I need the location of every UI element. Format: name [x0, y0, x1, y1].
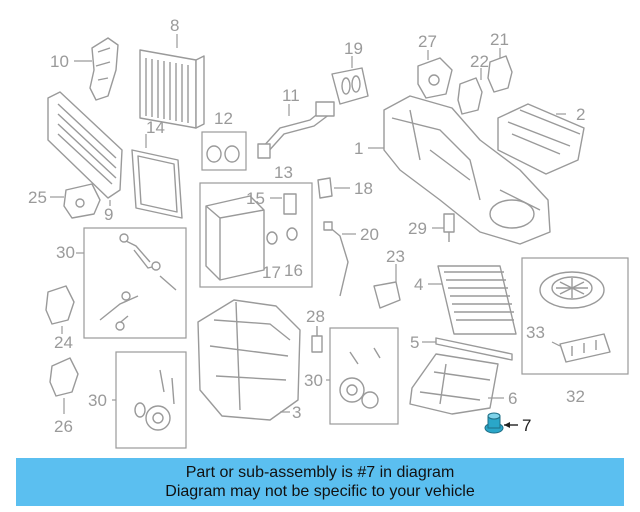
- part-25-actuator: [63, 183, 101, 219]
- callout-17: 17: [262, 263, 281, 282]
- part-26-actuator: [49, 357, 79, 397]
- part-21-actuator: [487, 55, 513, 93]
- callout-3: 3: [292, 403, 301, 422]
- part-14-filter: [131, 149, 183, 219]
- part-29-sensor: [443, 213, 455, 242]
- callout-19: 19: [344, 39, 363, 58]
- callout-18: 18: [354, 179, 373, 198]
- callout-9: 9: [104, 205, 113, 224]
- callout-13: 13: [274, 163, 293, 182]
- callout-33: 33: [526, 323, 545, 342]
- part-28-sensor: [311, 326, 323, 353]
- part-23-module: [373, 281, 401, 309]
- callout-1: 1: [354, 139, 363, 158]
- banner-line-1: Part or sub-assembly is #7 in diagram: [185, 464, 455, 481]
- info-banner: Part or sub-assembly is #7 in diagram Di…: [16, 458, 624, 506]
- part-33-resistor: [559, 333, 611, 363]
- part-30-gear-left: [134, 369, 175, 431]
- callout-11: 11: [282, 86, 300, 105]
- part-18-clip: [317, 177, 333, 199]
- part-15-valve: [283, 193, 297, 215]
- callout-25: 25: [28, 188, 47, 207]
- callout-31: 30: [56, 243, 75, 262]
- callout-28: 28: [306, 307, 325, 326]
- part-30-gear-right: [339, 347, 381, 409]
- part-27-actuator: [417, 57, 453, 99]
- part-1-housing: [383, 95, 551, 245]
- callout-30a: 30: [88, 391, 107, 410]
- callout-15: 15: [246, 189, 265, 208]
- callout-21: 21: [490, 30, 509, 49]
- part-3-lower-housing: [197, 299, 301, 421]
- callout-29: 29: [408, 219, 427, 238]
- callout-16: 16: [284, 261, 303, 280]
- callout-20: 20: [360, 225, 379, 244]
- part-31-linkage: [99, 233, 177, 331]
- part-4-filter: [437, 265, 517, 335]
- callout-10: 10: [50, 52, 69, 71]
- callout-23: 23: [386, 247, 405, 266]
- banner-line-2: Diagram may not be specific to your vehi…: [165, 483, 475, 500]
- callout-30b: 30: [304, 371, 323, 390]
- part-13-core: [205, 195, 265, 281]
- part-12-seals: [206, 145, 240, 163]
- callout-7: 7: [522, 416, 531, 435]
- callout-8: 8: [170, 16, 179, 35]
- part-2-housing-section: [497, 103, 585, 175]
- callout-22: 22: [470, 52, 489, 71]
- callout-4: 4: [414, 275, 423, 294]
- part-9-evaporator: [47, 91, 123, 199]
- callout-32: 32: [566, 387, 585, 406]
- callout-5: 5: [410, 333, 419, 352]
- part-32-blower: [539, 271, 605, 309]
- callout-6: 6: [508, 389, 517, 408]
- part-8-heater-core: [139, 49, 205, 129]
- part-6-cover: [409, 353, 499, 415]
- part-10-bracket: [89, 37, 119, 101]
- part-22-actuator: [457, 77, 483, 115]
- callout-27: 27: [418, 32, 437, 51]
- callout-2: 2: [576, 105, 585, 124]
- callout-26: 26: [54, 417, 73, 436]
- parts-diagram: 10 8 9 14 25 12 11: [28, 16, 629, 449]
- callout-14: 14: [146, 118, 165, 137]
- callout-24: 24: [54, 333, 73, 352]
- part-11-pipe: [257, 101, 335, 159]
- part-20-hose: [323, 221, 349, 297]
- part-7-grommet: [484, 412, 504, 434]
- part-19-gasket: [331, 67, 369, 105]
- callout-12: 12: [214, 109, 233, 128]
- part-24-actuator: [45, 285, 75, 325]
